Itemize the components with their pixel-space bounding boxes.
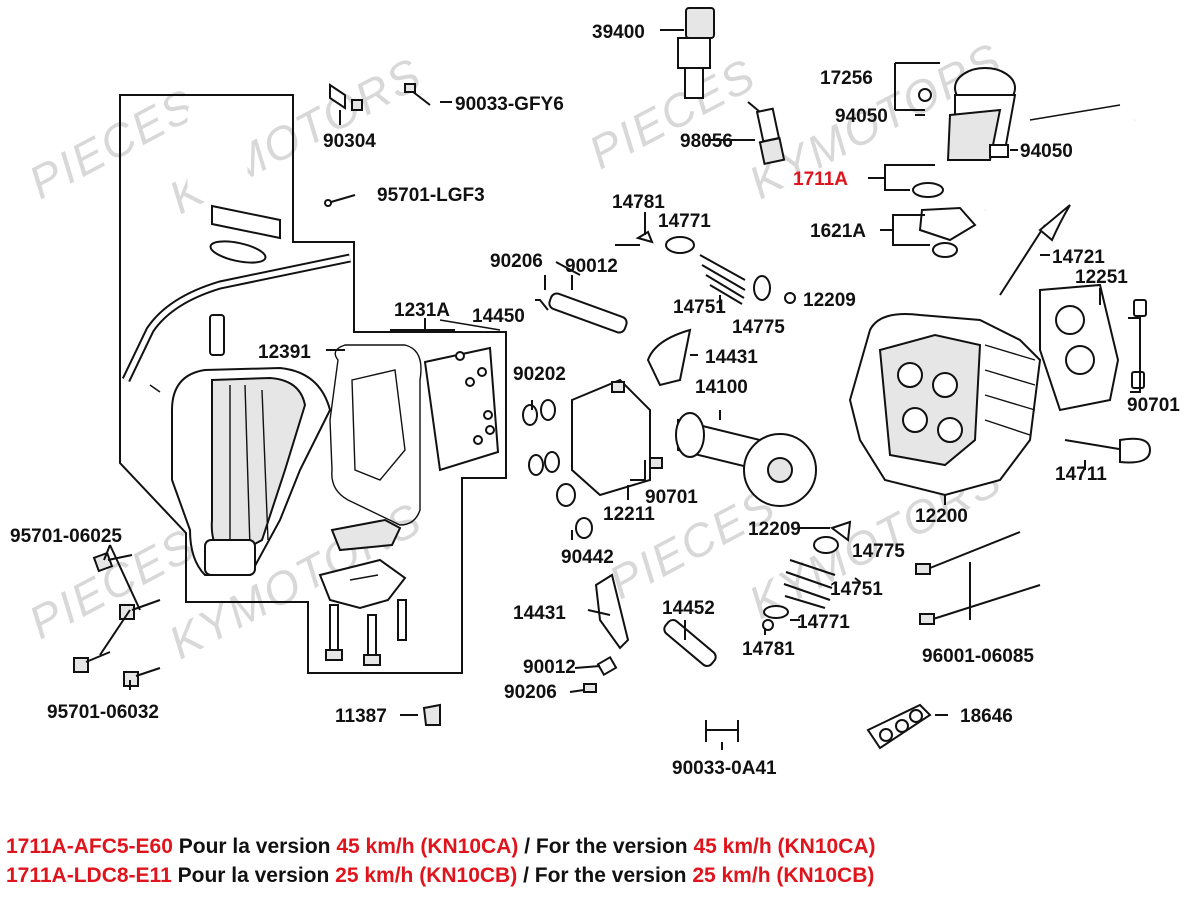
part-label-39400[interactable]: 39400 (592, 22, 645, 43)
watermark-text: PIECES (580, 48, 764, 179)
part-label-95701-06025[interactable]: 95701-06025 (10, 526, 122, 547)
part-label-90206[interactable]: 90206 (490, 251, 543, 272)
part-label-94050[interactable]: 94050 (1020, 141, 1073, 162)
part-label-90012[interactable]: 90012 (565, 256, 618, 277)
cover-gasket (329, 344, 500, 526)
part-label-14100[interactable]: 14100 (695, 377, 748, 398)
intake-valve (1064, 437, 1152, 464)
cylinder-studs (915, 531, 1041, 625)
footer-fr-speed: 45 km/h (KN10CA) (336, 835, 519, 858)
part-label-14431[interactable]: 14431 (705, 347, 758, 368)
footer-fr-speed: 25 km/h (KN10CB) (335, 864, 518, 887)
part-label-14431[interactable]: 14431 (513, 603, 566, 624)
clip (422, 703, 441, 726)
footer-fr-text: Pour la version (177, 864, 330, 887)
footer-en-text: For the version (534, 864, 687, 887)
part-label-90304[interactable]: 90304 (323, 131, 376, 152)
breather-hose (121, 97, 351, 393)
spark-plug (747, 101, 786, 166)
part-label-14771[interactable]: 14771 (658, 211, 711, 232)
part-label-12209[interactable]: 12209 (748, 519, 801, 540)
part-label-14771[interactable]: 14771 (797, 612, 850, 633)
part-label-11387[interactable]: 11387 (335, 706, 387, 727)
exhaust-valve (999, 204, 1071, 296)
part-label-12251[interactable]: 12251 (1075, 267, 1128, 288)
part-label-90202[interactable]: 90202 (513, 364, 566, 385)
part-label-94050[interactable]: 94050 (835, 106, 888, 127)
part-label-12211[interactable]: 12211 (603, 504, 655, 525)
rocker-arm-lower (583, 573, 717, 693)
part-label-14751[interactable]: 14751 (673, 297, 726, 318)
cover-group-outline (119, 94, 507, 674)
head-gasket (1039, 283, 1120, 412)
part-label-14452[interactable]: 14452 (662, 598, 715, 619)
footer-note-2: 1711A-LDC8-E11 Pour la version 25 km/h (… (6, 864, 874, 888)
part-label-90033-0a41[interactable]: 90033-0A41 (672, 758, 777, 779)
part-labels: 39400 90033-GFY6 90304 95701-LGF3 17256 … (10, 22, 1180, 779)
part-label-12200[interactable]: 12200 (915, 506, 968, 527)
washers-nuts (522, 399, 593, 539)
part-label-90442[interactable]: 90442 (561, 547, 614, 568)
temperature-sensor (677, 7, 715, 99)
cylinder-head (848, 313, 1042, 497)
part-label-14775[interactable]: 14775 (732, 317, 785, 338)
thermostat-housing (912, 67, 1137, 212)
intake-gasket (918, 206, 977, 258)
part-label-14781[interactable]: 14781 (612, 192, 665, 213)
part-label-96001-06085[interactable]: 96001-06085 (922, 646, 1034, 667)
part-label-95701-lgf3[interactable]: 95701-LGF3 (377, 185, 485, 206)
part-label-90701[interactable]: 90701 (645, 487, 698, 508)
valve-spring-lower (762, 520, 852, 631)
part-label-90206[interactable]: 90206 (504, 682, 557, 703)
part-label-1231a[interactable]: 1231A (394, 300, 450, 321)
part-label-12391[interactable]: 12391 (258, 342, 311, 363)
part-label-14775[interactable]: 14775 (852, 541, 905, 562)
exhaust-gasket (866, 703, 932, 750)
valve-spring-upper (635, 230, 796, 305)
part-label-18646[interactable]: 18646 (960, 706, 1013, 727)
part-label-1621a[interactable]: 1621A (810, 221, 866, 242)
hose-clip (705, 720, 739, 742)
part-label-14450[interactable]: 14450 (472, 306, 525, 327)
footer-separator: / (524, 835, 531, 858)
watermark: PIECES KYMOTORS PIECES KYMOTORS PIECES K… (20, 32, 1010, 669)
breather-valve-bolts (318, 518, 407, 666)
part-label-1711a[interactable]: 1711A (793, 169, 848, 190)
part-label-98056[interactable]: 98056 (680, 131, 733, 152)
camshaft (675, 412, 817, 507)
footer-en-speed: 45 km/h (KN10CA) (693, 835, 876, 858)
part-label-14711[interactable]: 14711 (1055, 464, 1107, 485)
footer-separator: / (523, 864, 529, 887)
leader-lines (99, 29, 1141, 750)
footer-code: 1711A-AFC5-E60 (6, 835, 173, 858)
part-label-90701[interactable]: 90701 (1127, 395, 1180, 416)
rocker-parts (548, 261, 692, 387)
part-label-90012[interactable]: 90012 (523, 657, 576, 678)
footer-code: 1711A-LDC8-E11 (6, 864, 172, 887)
cylinder-head-cover (171, 366, 332, 576)
part-label-12209[interactable]: 12209 (803, 290, 856, 311)
footer-en-speed: 25 km/h (KN10CB) (692, 864, 875, 887)
mounting-bolts (73, 551, 161, 687)
part-label-17256[interactable]: 17256 (820, 68, 873, 89)
small-parts-topleft (324, 83, 501, 331)
footer-fr-text: Pour la version (178, 835, 331, 858)
part-label-14781[interactable]: 14781 (742, 639, 795, 660)
footer-en-text: For the version (535, 835, 688, 858)
part-label-90033-gfy6[interactable]: 90033-GFY6 (455, 94, 564, 115)
footer-note-1: 1711A-AFC5-E60 Pour la version 45 km/h (… (6, 835, 876, 859)
part-label-14751[interactable]: 14751 (830, 579, 883, 600)
camshaft-holder (571, 378, 663, 497)
part-label-14721[interactable]: 14721 (1052, 247, 1105, 268)
part-label-95701-06032[interactable]: 95701-06032 (47, 702, 159, 723)
